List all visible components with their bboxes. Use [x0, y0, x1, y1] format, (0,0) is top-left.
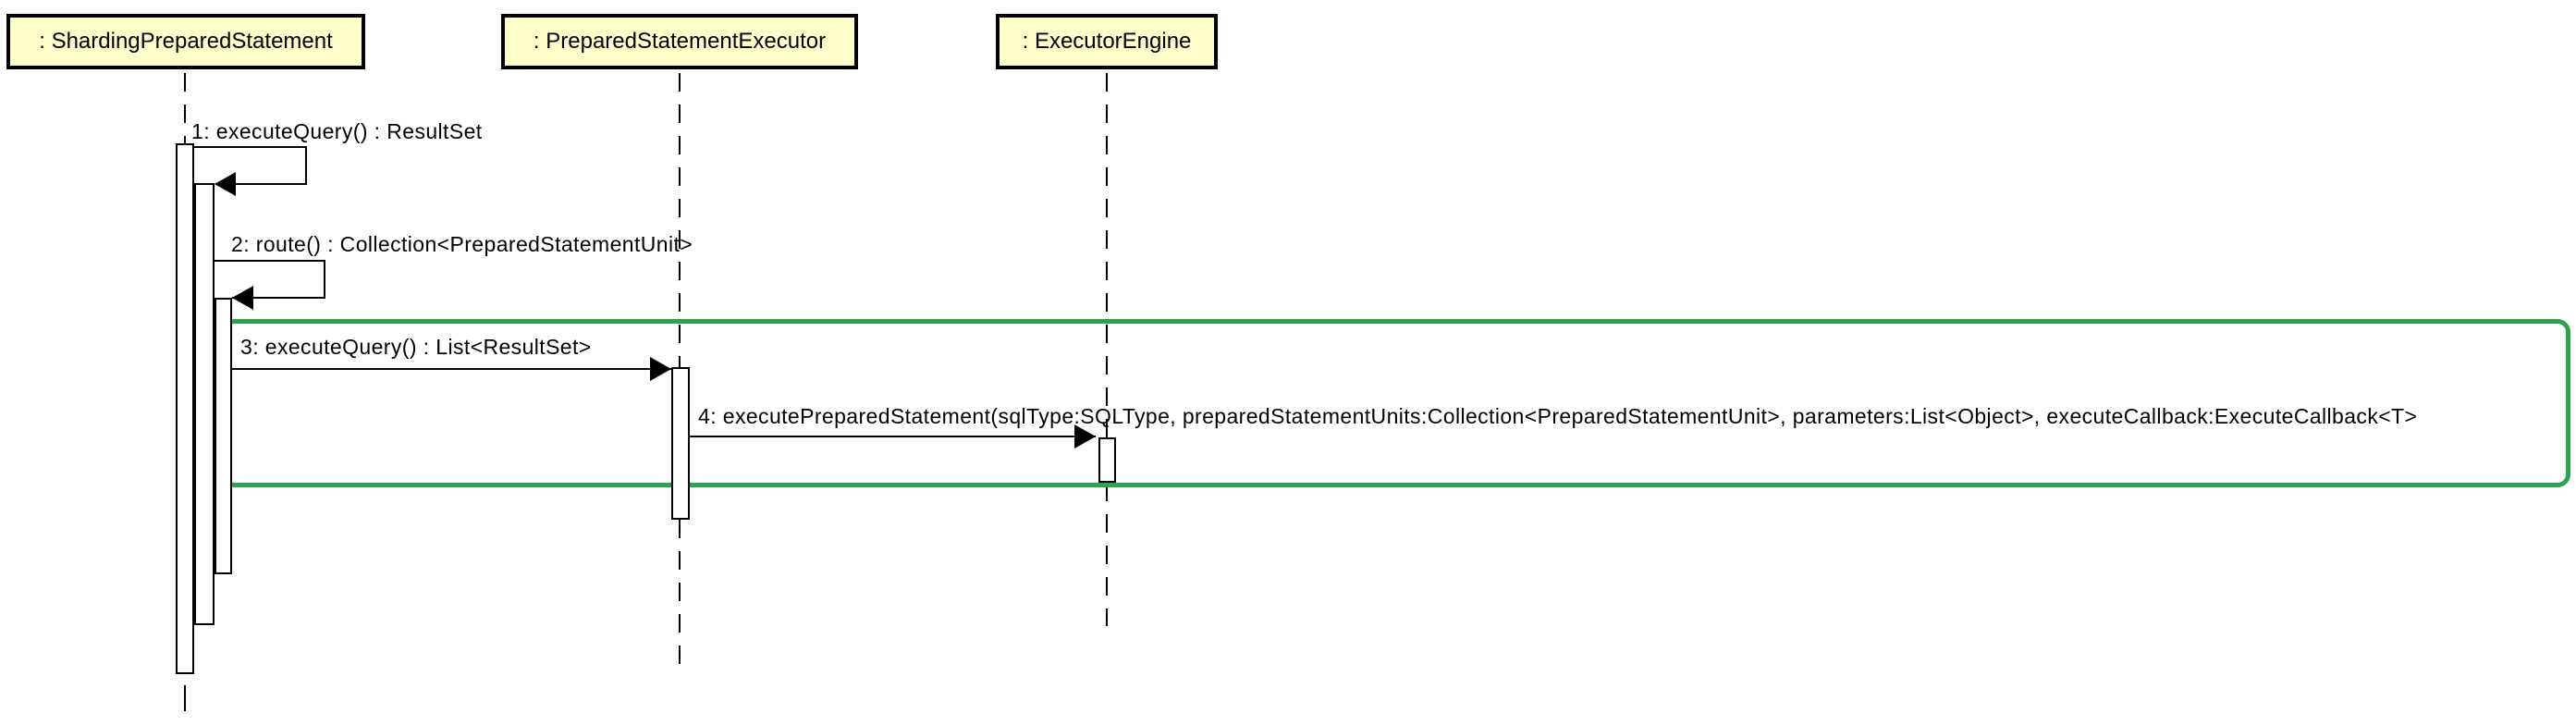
lifeline-head-sharding-prepared-statement: : ShardingPreparedStatement	[6, 14, 365, 69]
activation-bar-sharding-middle	[194, 183, 215, 625]
lifeline-sharding-prepared-statement	[184, 73, 186, 143]
message-3-label: 3: executeQuery() : List<ResultSet>	[240, 335, 592, 359]
message-2-arrowhead-icon	[232, 286, 253, 310]
lifeline-head-prepared-statement-executor: : PreparedStatementExecutor	[501, 14, 858, 69]
message-4-line	[690, 436, 1096, 437]
message-1-line	[305, 146, 307, 185]
message-4-arrowhead-icon	[1074, 424, 1096, 449]
activation-bar-executor-engine	[1098, 437, 1116, 483]
lifeline-head-label: : ShardingPreparedStatement	[39, 29, 333, 54]
activation-bar-sharding-outer	[176, 143, 194, 674]
lifeline-executor-engine-tail	[1106, 483, 1108, 626]
lifeline-head-label: : PreparedStatementExecutor	[533, 29, 827, 54]
message-2-line	[215, 260, 325, 262]
message-2-line	[324, 260, 325, 299]
message-3-line	[232, 368, 671, 370]
lifeline-sharding-prepared-statement-tail	[184, 685, 186, 711]
activation-bar-sharding-inner	[215, 298, 232, 574]
lifeline-head-label: : ExecutorEngine	[1022, 29, 1192, 54]
lifeline-executor-engine	[1106, 73, 1108, 437]
message-1-line	[192, 146, 307, 148]
message-4-label: 4: executePreparedStatement(sqlType:SQLT…	[698, 404, 2418, 428]
message-2-line	[232, 297, 325, 299]
message-1-line	[215, 183, 307, 185]
activation-bar-prepared-statement-executor	[671, 367, 690, 520]
lifeline-head-executor-engine: : ExecutorEngine	[996, 14, 1218, 69]
message-1-label: 1: executeQuery() : ResultSet	[191, 119, 483, 143]
message-3-arrowhead-icon	[650, 357, 671, 381]
lifeline-prepared-statement-executor-tail	[679, 520, 681, 666]
lifeline-prepared-statement-executor	[679, 73, 681, 367]
message-1-arrowhead-icon	[215, 172, 236, 196]
message-2-label: 2: route() : Collection<PreparedStatemen…	[231, 232, 693, 256]
